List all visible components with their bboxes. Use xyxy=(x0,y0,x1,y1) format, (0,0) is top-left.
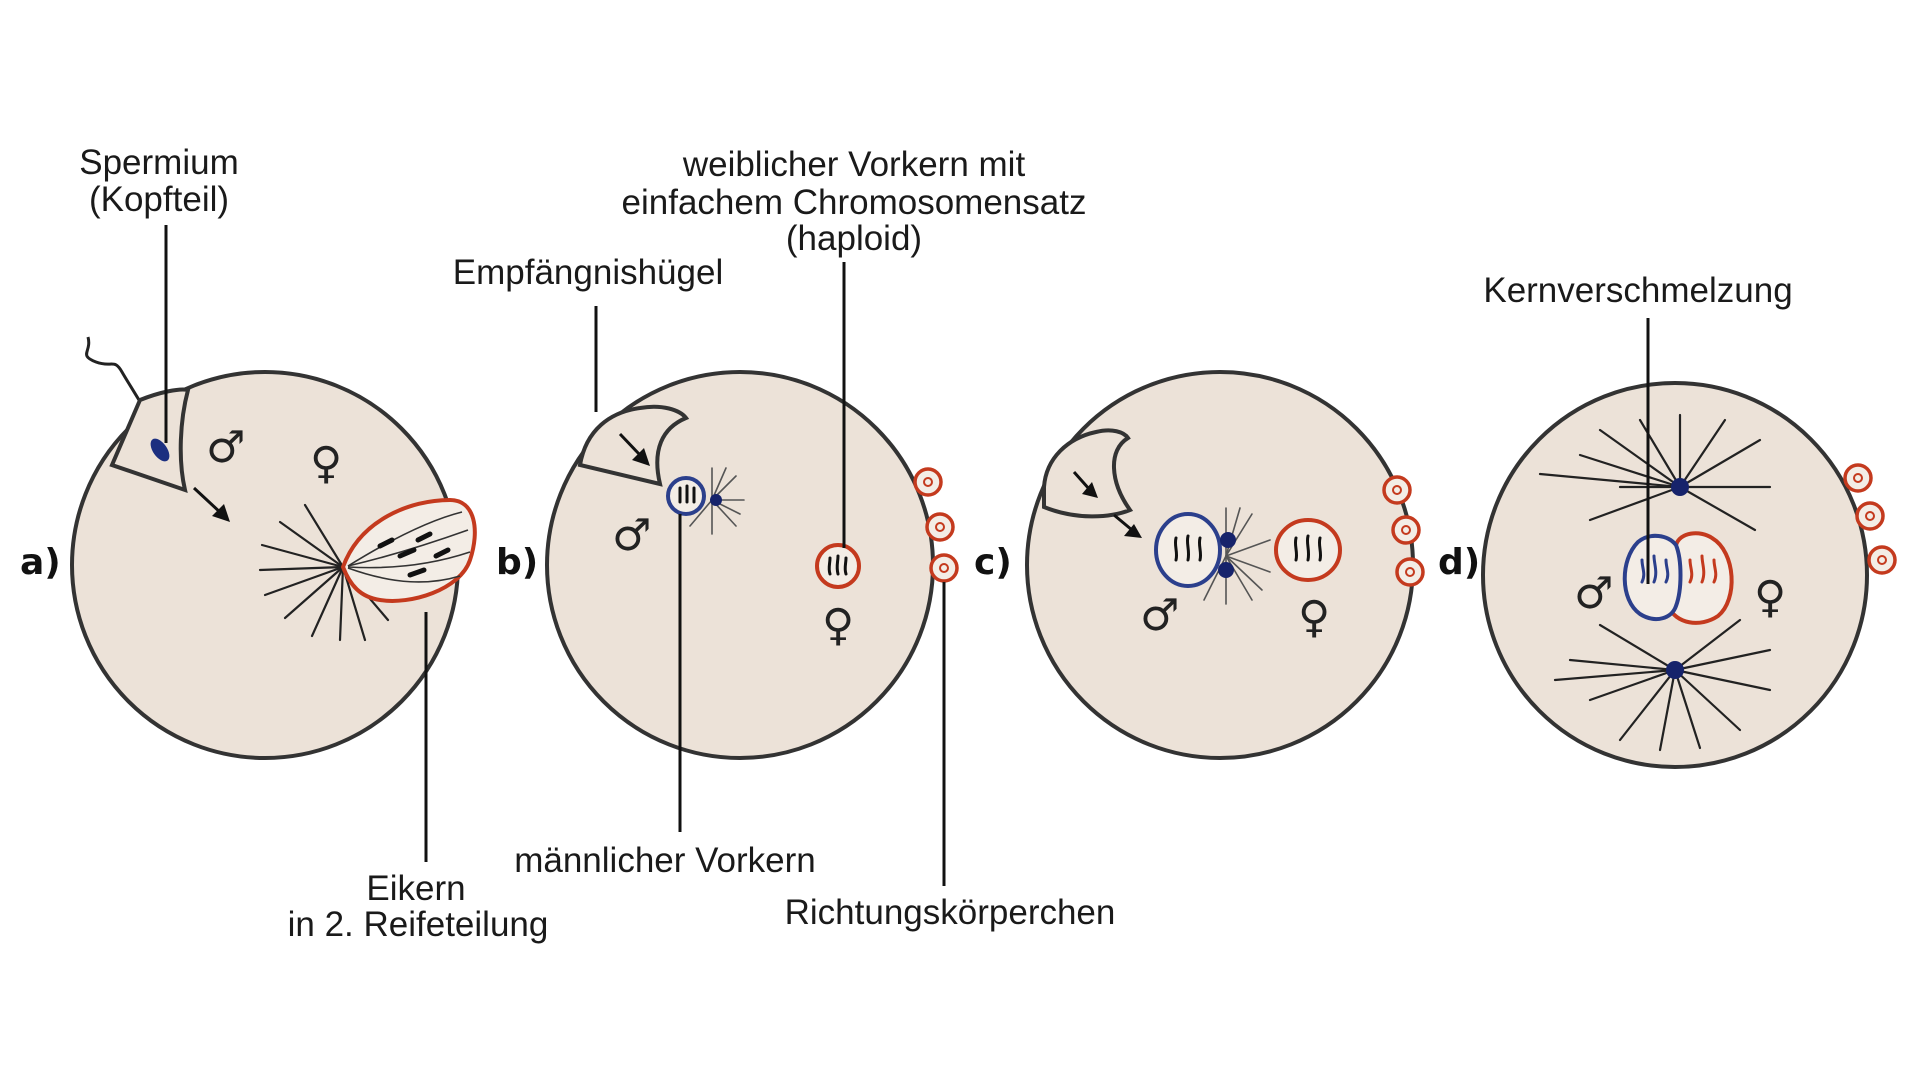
movement-arrow-a xyxy=(192,486,230,522)
chromosome xyxy=(1293,536,1299,562)
fertilization-cone-b xyxy=(577,404,690,487)
chromosome xyxy=(827,556,832,576)
panel-a: ♂ ♀ a) xyxy=(20,336,477,760)
chromosome xyxy=(1640,558,1646,584)
chromosome xyxy=(1197,536,1203,562)
female-symbol-d: ♀ xyxy=(1754,572,1786,623)
chromosome xyxy=(1173,536,1179,562)
centrosome-c1 xyxy=(1220,532,1236,548)
label-eikern-2: in 2. Reifeteilung xyxy=(288,905,549,944)
label-weiblicher-3: (haploid) xyxy=(786,219,922,258)
panel-d: ♂ ♀ d) xyxy=(1438,381,1897,769)
label-spermium-1: Spermium xyxy=(79,143,238,182)
chromosome xyxy=(1688,558,1694,584)
male-symbol-a: ♂ xyxy=(206,422,245,473)
sperm-tail xyxy=(85,336,158,431)
aster-a xyxy=(258,503,390,642)
leader-lines xyxy=(164,225,1650,886)
panel-c: ♂ ♀ c) xyxy=(974,370,1425,760)
labels: Spermium (Kopfteil) Empfängnishügel weib… xyxy=(79,143,1792,944)
label-kernverschmelzung: Kernverschmelzung xyxy=(1483,271,1792,310)
centrosome-d-top xyxy=(1671,478,1689,496)
panel-label-c: c) xyxy=(974,542,1012,583)
male-symbol-c: ♂ xyxy=(1140,590,1179,641)
panel-label-a: a) xyxy=(20,542,61,583)
sperm-head xyxy=(150,438,170,462)
label-richtungskoerperchen: Richtungskörperchen xyxy=(785,893,1116,932)
panel-label-b: b) xyxy=(496,542,538,583)
label-empfaengnishuegel: Empfängnishügel xyxy=(453,253,723,292)
label-weiblicher-1: weiblicher Vorkern mit xyxy=(682,145,1026,184)
centrosome-d-bottom xyxy=(1666,661,1684,679)
label-maennlicher-vorkern: männlicher Vorkern xyxy=(514,841,816,880)
chromosome xyxy=(1712,558,1718,584)
centrosome-b xyxy=(710,494,722,506)
chromosome xyxy=(843,556,848,576)
female-symbol-a: ♀ xyxy=(310,438,342,489)
chromosome xyxy=(1664,558,1670,584)
female-symbol-c: ♀ xyxy=(1298,592,1330,643)
male-symbol-d: ♂ xyxy=(1574,568,1613,619)
polar-bodies-d xyxy=(1843,463,1897,575)
aster-d-bottom xyxy=(1553,618,1772,752)
chromosome xyxy=(1700,554,1706,584)
movement-arrows-c xyxy=(1072,471,1142,538)
polar-bodies-c xyxy=(1382,475,1425,587)
chromosome xyxy=(1305,534,1311,562)
chromosome xyxy=(1185,534,1191,562)
movement-arrow-b xyxy=(618,432,650,466)
chromosome xyxy=(835,554,840,576)
male-pronucleus-d xyxy=(1622,533,1683,622)
panel-label-d: d) xyxy=(1438,542,1480,583)
polar-bodies-b xyxy=(913,467,959,583)
spindle-fibres xyxy=(347,511,471,583)
fertilization-cone-c xyxy=(1042,428,1134,519)
male-symbol-b: ♂ xyxy=(612,510,651,561)
panel-b: ♂ ♀ b) xyxy=(496,370,959,760)
centrosome-c2 xyxy=(1218,562,1234,578)
female-symbol-b: ♀ xyxy=(822,600,854,651)
label-weiblicher-2: einfachem Chromosomensatz xyxy=(622,183,1087,222)
chromosome xyxy=(1317,536,1323,562)
label-spermium-2: (Kopfteil) xyxy=(89,180,229,219)
chromosome xyxy=(1652,554,1658,584)
label-eikern-1: Eikern xyxy=(366,869,465,908)
fertilization-cone-a xyxy=(109,387,191,494)
